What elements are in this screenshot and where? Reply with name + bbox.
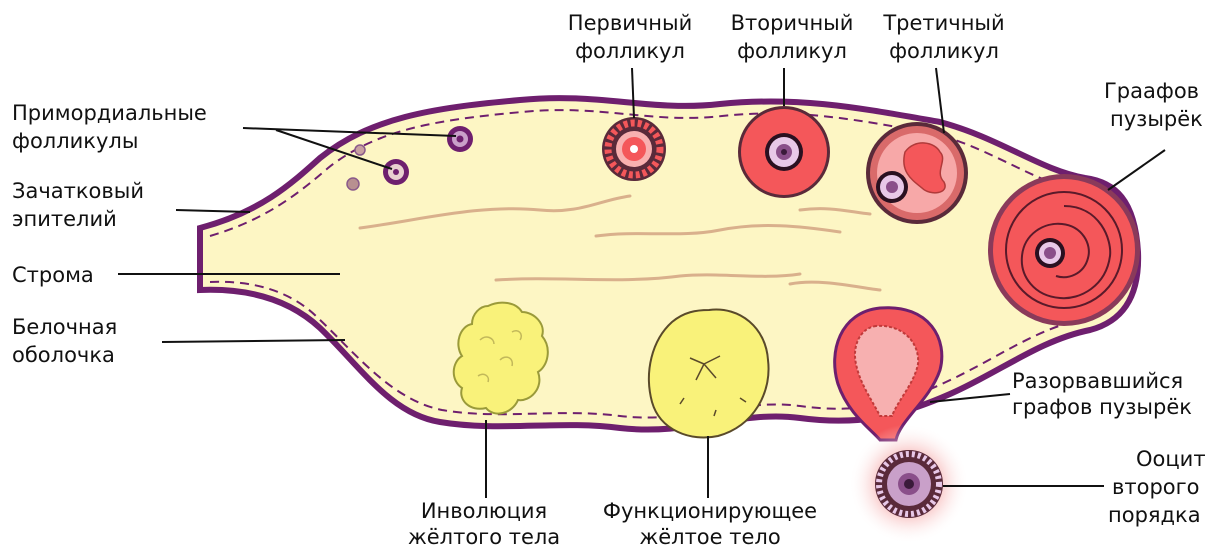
label-primordial-2: фолликулы	[12, 129, 138, 153]
label-functional-2: жёлтое тело	[639, 525, 780, 549]
label-primordial-1: Примордиальные	[12, 101, 207, 125]
label-ruptured-2: графов пузырёк	[1012, 395, 1192, 419]
graafian-follicle	[988, 174, 1140, 326]
label-oocyte-1: Ооцит	[1136, 447, 1205, 471]
label-stroma: Строма	[12, 263, 94, 287]
label-graafian-1: Граафов	[1104, 79, 1199, 103]
tertiary-follicle	[866, 122, 968, 224]
label-involution-1: Инволюция	[421, 499, 547, 523]
label-tertiary-2: фолликул	[889, 39, 999, 63]
label-graafian-2: пузырёк	[1110, 107, 1203, 131]
secondary-follicle	[738, 106, 830, 198]
label-germinal-1: Зачатковый	[12, 179, 144, 203]
label-oocyte-3: порядка	[1108, 503, 1201, 527]
primary-follicle	[602, 117, 666, 181]
label-primary-1: Первичный	[568, 11, 692, 35]
label-secondary-2: фолликул	[737, 39, 847, 63]
label-secondary-1: Вторичный	[731, 11, 854, 35]
label-oocyte-2: второго	[1112, 475, 1200, 499]
secondary-oocyte	[849, 424, 969, 544]
label-germinal-2: эпителий	[12, 207, 117, 231]
label-primary-2: фолликул	[575, 39, 685, 63]
label-involution-2: жёлтого тела	[408, 525, 560, 549]
label-tertiary-1: Третичный	[882, 11, 1004, 35]
label-functional-1: Функционирующее	[603, 499, 817, 523]
label-ruptured-1: Разорвавшийся	[1012, 369, 1183, 393]
label-tunica-2: оболочка	[12, 343, 115, 367]
label-tunica-1: Белочная	[12, 315, 117, 339]
